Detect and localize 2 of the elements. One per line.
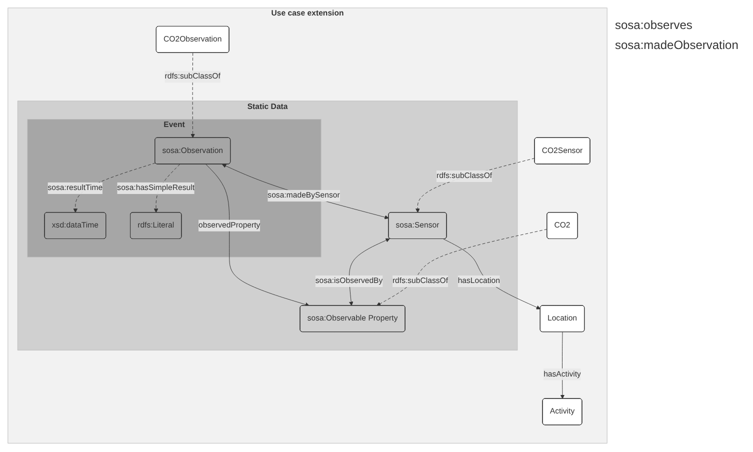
property-label: sosa:madeObservation [615, 38, 740, 52]
property-label: sosa:observes [615, 18, 694, 32]
